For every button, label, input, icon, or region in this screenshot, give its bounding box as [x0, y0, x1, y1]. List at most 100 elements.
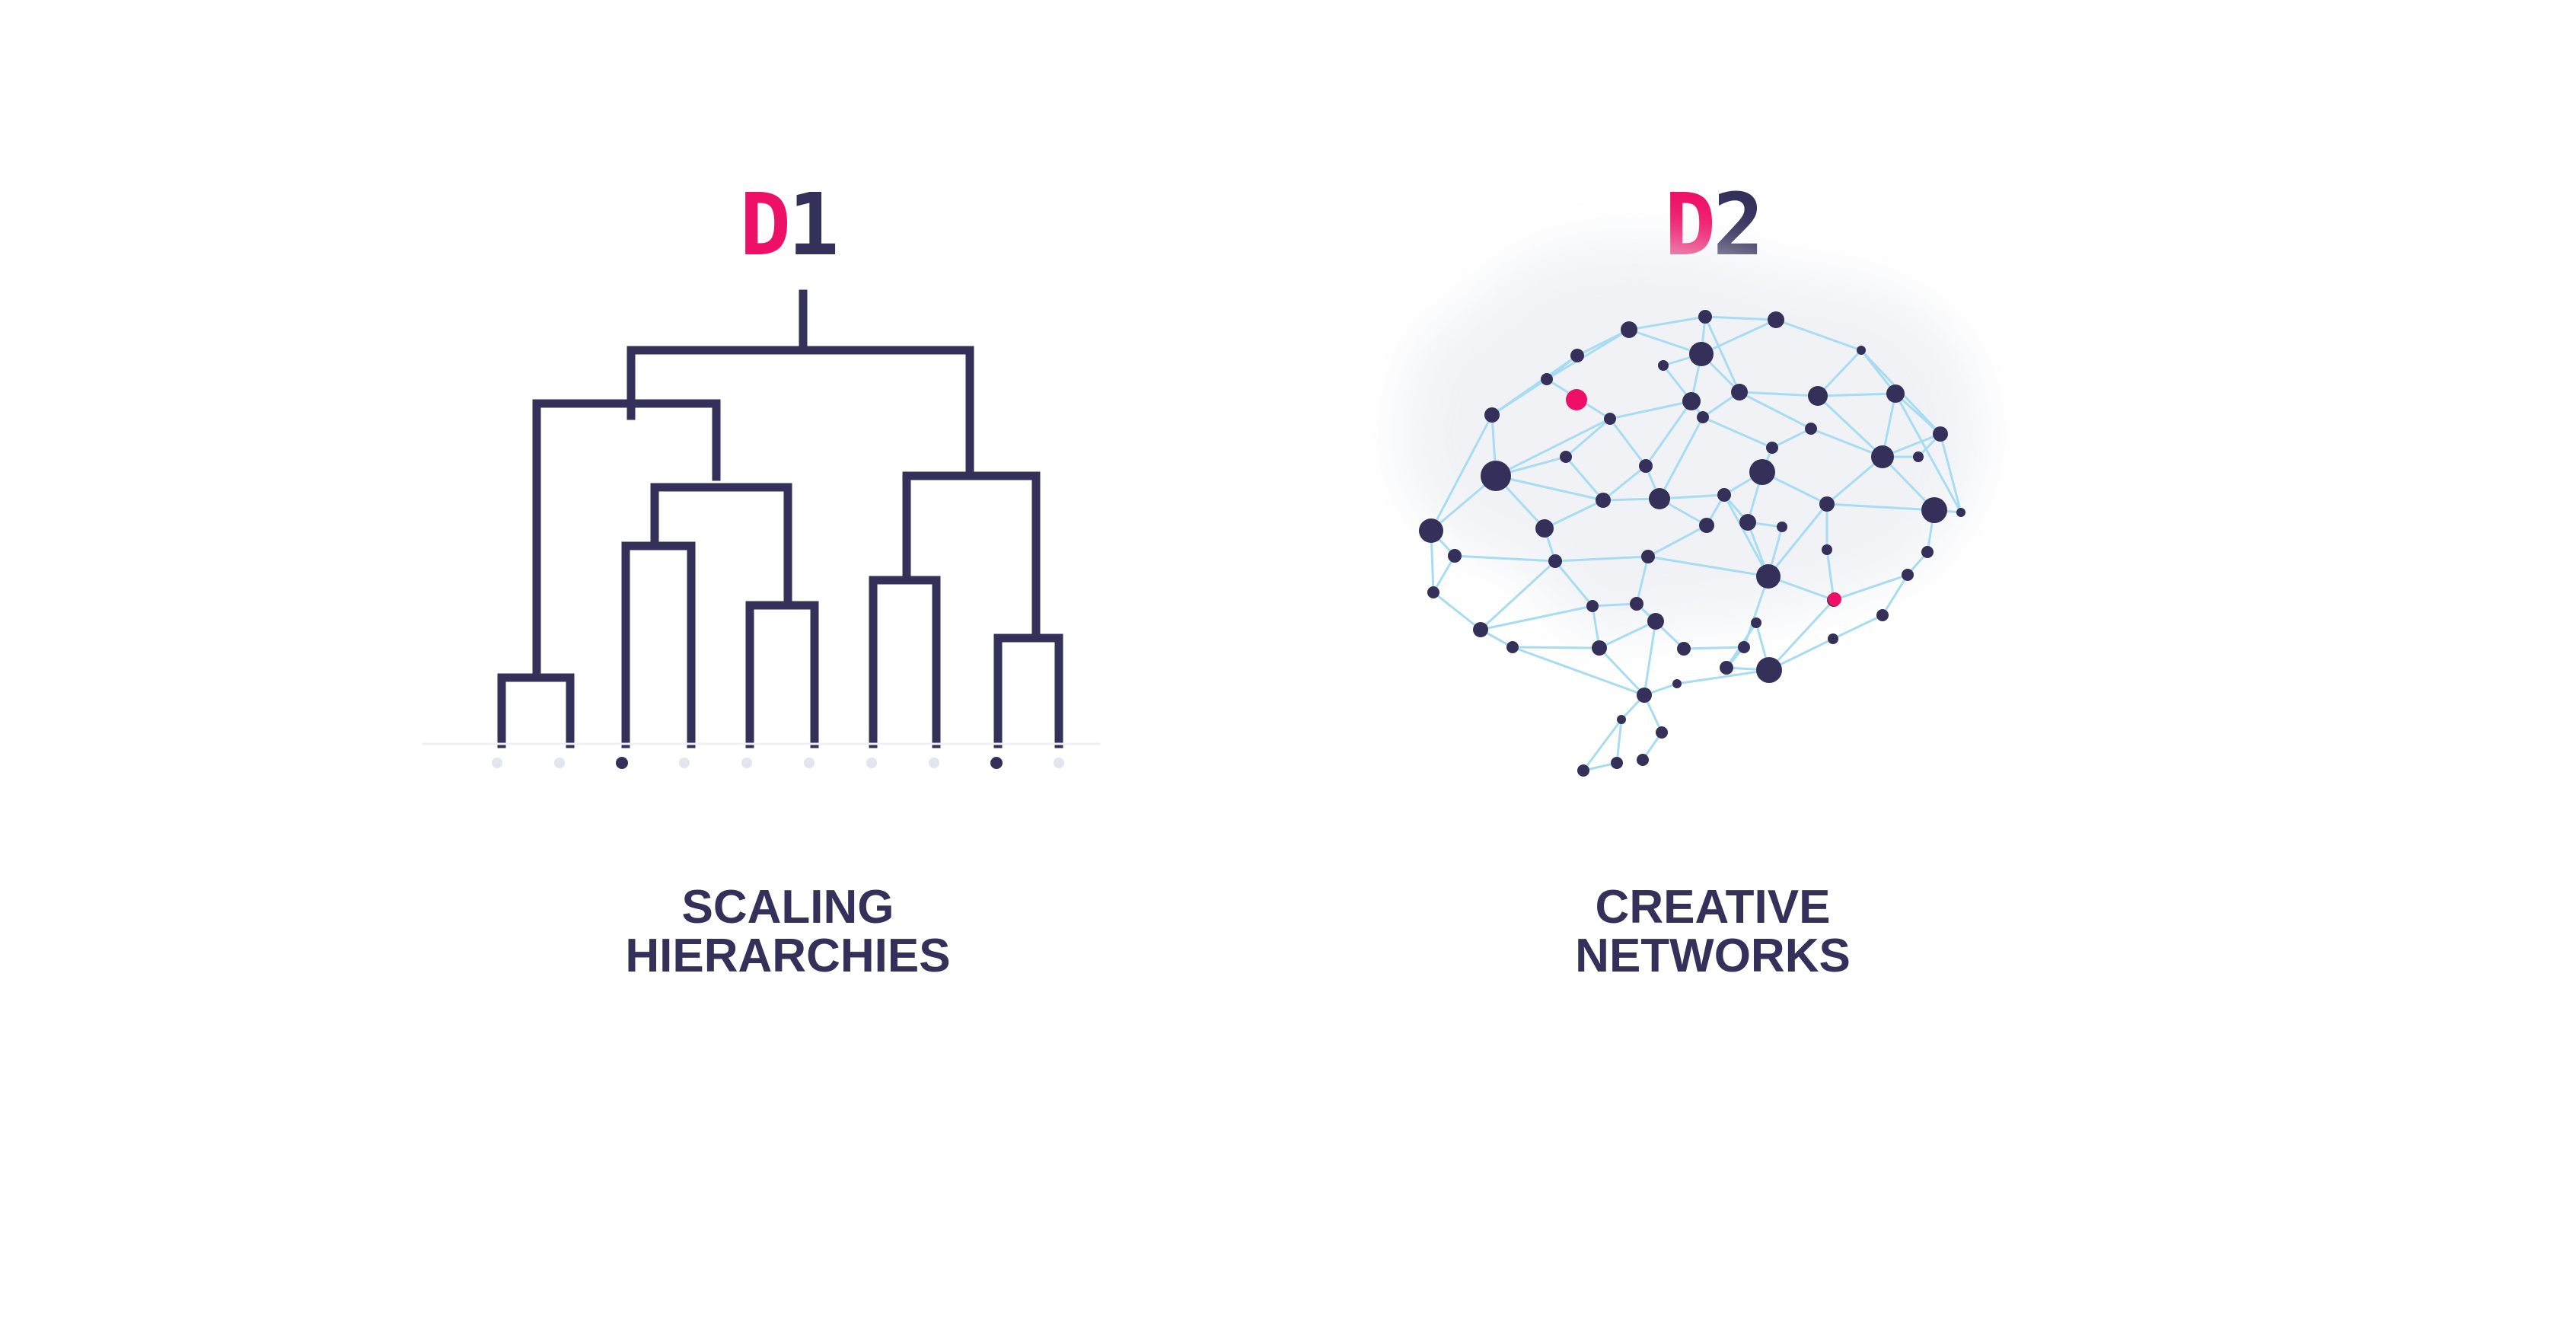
network-node-highlight — [1566, 389, 1587, 410]
dendrogram-leaf-dot — [679, 758, 690, 768]
network-node — [1857, 346, 1866, 355]
network-edge — [1635, 556, 1650, 605]
network-edge — [1480, 605, 1593, 631]
network-edge — [1608, 418, 1647, 467]
network-edge — [1512, 646, 1645, 697]
network-edge — [1432, 555, 1456, 593]
network-edge — [1554, 560, 1594, 607]
network-edge — [1512, 646, 1600, 649]
network-node — [1697, 411, 1709, 423]
network-node — [1649, 488, 1670, 509]
network-edge — [1564, 456, 1605, 501]
network-edge — [1676, 668, 1770, 685]
network-edge — [1454, 554, 1556, 563]
network-edge — [1825, 549, 1835, 601]
dendrogram-link-10 — [993, 633, 1063, 748]
network-node — [1448, 549, 1462, 563]
network-edge — [1832, 614, 1883, 640]
network-edge — [1546, 328, 1630, 381]
network-node — [1751, 617, 1761, 628]
network-node — [1570, 349, 1584, 362]
network-node — [1777, 522, 1787, 532]
network-edge — [1628, 315, 1706, 331]
network-edge — [1628, 328, 1702, 356]
network-node — [1560, 451, 1572, 463]
network-node — [1682, 392, 1701, 410]
dendrogram-leaf-dot — [990, 757, 1003, 769]
dendrogram-leaf-dot — [492, 758, 502, 768]
network-edge — [1826, 455, 1883, 506]
brain-network-icon — [1401, 241, 1981, 777]
network-edge — [1939, 433, 1962, 513]
dendrogram-icon — [422, 289, 1100, 769]
dendrogram-link-7 — [621, 541, 696, 748]
network-node — [1630, 597, 1643, 611]
network-edge — [1647, 524, 1707, 558]
network-node — [1637, 688, 1652, 703]
network-node — [1617, 715, 1626, 724]
dendrogram-link-4 — [650, 483, 792, 606]
network-edge — [1554, 555, 1649, 563]
network-edge — [1768, 598, 1835, 672]
network-edge — [1817, 392, 1896, 397]
network-edge — [1658, 416, 1704, 499]
network-edge — [1644, 400, 1693, 467]
dendrogram-leaf-dot — [1054, 758, 1064, 768]
network-edge — [1704, 315, 1777, 321]
d1-caption: SCALING HIERARCHIES — [369, 883, 1207, 981]
dendrogram-leaf-dot — [554, 758, 565, 768]
network-edge — [1771, 427, 1812, 449]
dendrogram-link-5 — [902, 471, 1041, 643]
network-node — [1805, 423, 1817, 435]
network-node — [1611, 757, 1623, 769]
network-edge — [1565, 417, 1611, 458]
network-edge — [1739, 391, 1819, 397]
network-node — [1473, 622, 1488, 637]
dendrogram-link-9 — [869, 576, 941, 748]
network-node — [1808, 386, 1828, 406]
network-node — [1427, 586, 1439, 598]
dendrogram-leaf-dot — [929, 758, 939, 768]
dendrogram-link-8 — [745, 601, 819, 748]
d1-badge-number: 1 — [788, 176, 839, 275]
network-node — [1586, 600, 1599, 612]
network-edge — [1479, 560, 1557, 631]
network-node — [1548, 554, 1562, 568]
network-edge — [1659, 493, 1725, 500]
network-node — [1689, 342, 1714, 366]
network-edge — [1491, 354, 1578, 416]
network-edge — [1582, 719, 1623, 771]
network-node — [1921, 497, 1947, 523]
network-node — [1535, 519, 1554, 538]
network-node — [1419, 519, 1443, 543]
network-edge — [1704, 316, 1741, 393]
network-node — [1913, 452, 1924, 462]
network-edge — [1495, 417, 1611, 477]
network-edge — [1881, 574, 1909, 616]
network-edge — [1816, 394, 1884, 458]
network-edge — [1701, 318, 1777, 356]
network-node — [1756, 564, 1781, 589]
dendrogram-leaf-dot — [804, 758, 815, 768]
network-edge — [1894, 393, 1962, 513]
network-edge — [1643, 621, 1657, 696]
dendrogram-leaf-dot — [741, 758, 752, 768]
d1-caption-line1: SCALING — [681, 881, 894, 933]
network-node — [1621, 321, 1637, 338]
network-edge — [1826, 503, 1935, 512]
network-node — [1596, 493, 1611, 508]
network-edge — [1767, 503, 1828, 577]
network-node — [1656, 726, 1668, 739]
network-edge — [1739, 391, 1812, 430]
d1-badge-letter: D — [739, 176, 791, 275]
section-creative-networks: D2 CREATIVE NETWORKS — [1294, 0, 2131, 1337]
network-edge — [1816, 349, 1863, 397]
d1-badge: D1 — [369, 183, 1207, 268]
network-node — [1956, 508, 1965, 517]
network-edge — [1702, 416, 1773, 449]
network-node — [1641, 550, 1655, 563]
network-edge — [1810, 427, 1883, 458]
network-node — [1876, 609, 1889, 621]
network-edge — [1833, 573, 1908, 601]
network-node — [1921, 546, 1934, 558]
